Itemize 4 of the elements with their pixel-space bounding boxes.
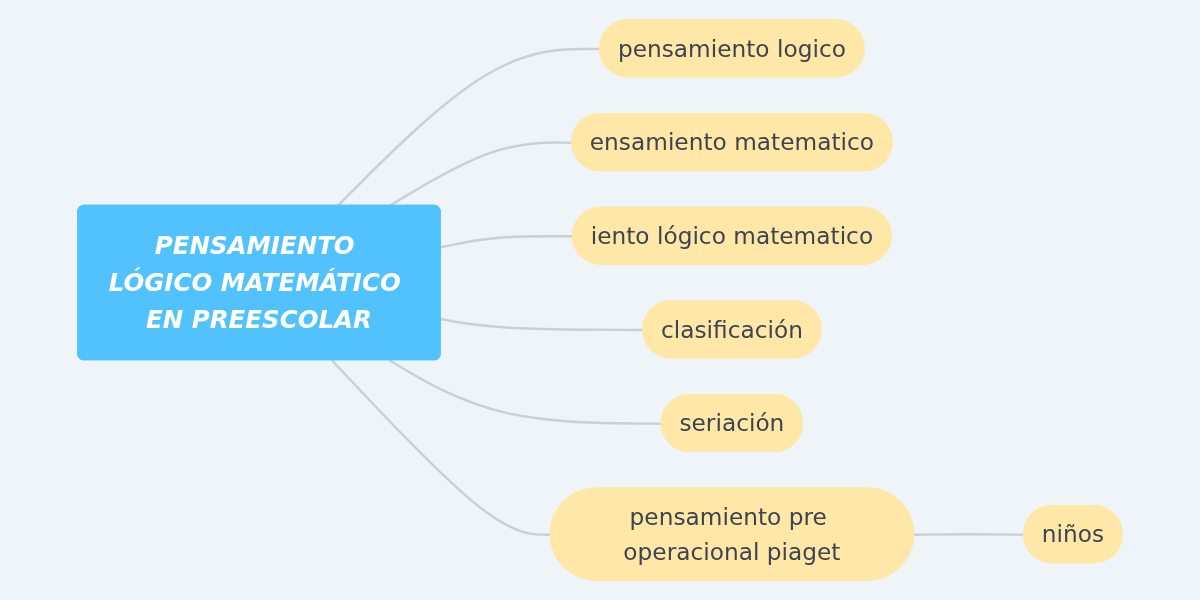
- connector: [388, 359, 662, 425]
- connector: [331, 359, 551, 536]
- connector: [440, 317, 644, 332]
- connector: [336, 47, 601, 207]
